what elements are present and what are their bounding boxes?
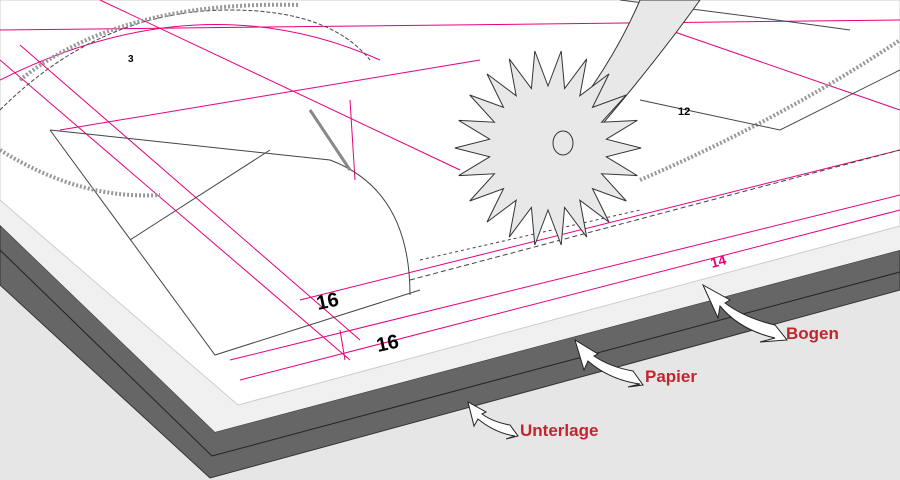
label-bogen: Bogen	[786, 324, 839, 343]
piece-number-12: 12	[678, 106, 690, 118]
wheel-axle	[552, 130, 574, 156]
size-number-16b: 16	[374, 331, 400, 357]
size-number-16a: 16	[314, 289, 340, 315]
bogen-arrow-icon	[701, 283, 788, 343]
label-papier: Papier	[645, 367, 697, 386]
papier-arrow-icon	[574, 338, 644, 388]
tracing-wheel	[454, 50, 642, 246]
piece-number-3: 3	[128, 54, 134, 65]
label-unterlage: Unterlage	[520, 421, 599, 440]
paper-edge-line	[0, 249, 900, 457]
pattern-sheet	[0, 0, 900, 406]
size-number-14: 14	[709, 251, 728, 271]
pattern-lines-magenta	[0, 0, 900, 381]
arrow-icons	[467, 283, 788, 440]
unterlage-arrow-icon	[467, 401, 519, 440]
